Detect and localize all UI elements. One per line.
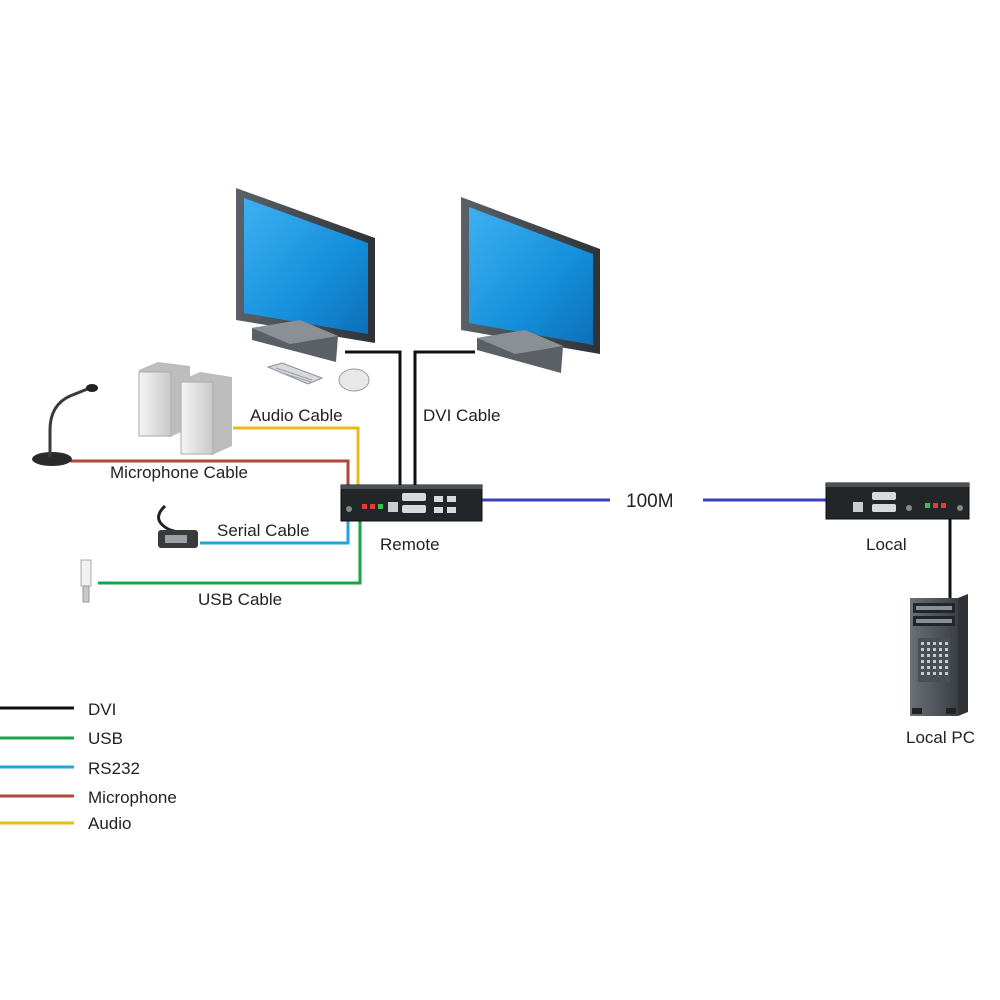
pc-grille-dot bbox=[945, 666, 948, 669]
pc-grille-dot bbox=[921, 654, 924, 657]
pc-grille-dot bbox=[927, 660, 930, 663]
legend-label-usb: USB bbox=[88, 729, 123, 748]
pc-grille-dot bbox=[945, 654, 948, 657]
pc-grille-dot bbox=[921, 642, 924, 645]
pc-grille-dot bbox=[933, 642, 936, 645]
pc-grille-dot bbox=[945, 648, 948, 651]
pc-grille-dot bbox=[933, 654, 936, 657]
usb-cable-line bbox=[98, 518, 362, 585]
legend-label-rs232: RS232 bbox=[88, 759, 140, 778]
local-label: Local bbox=[866, 535, 907, 554]
pc-grille-dot bbox=[927, 648, 930, 651]
pc-grille-dot bbox=[945, 660, 948, 663]
pc-grille-dot bbox=[939, 648, 942, 651]
audio-cable-line bbox=[233, 426, 360, 487]
pc-grille-dot bbox=[921, 666, 924, 669]
dvi-cable-label: DVI Cable bbox=[423, 406, 500, 425]
pc-grille-dot bbox=[927, 666, 930, 669]
pc-grille-dot bbox=[939, 672, 942, 675]
audio-cable-label: Audio Cable bbox=[250, 406, 343, 425]
remote-device bbox=[340, 484, 483, 522]
link-speed-label: 100M bbox=[626, 491, 674, 512]
dvi-cable-line-1 bbox=[345, 350, 402, 487]
pc-grille-dot bbox=[933, 666, 936, 669]
pc-grille-dot bbox=[927, 654, 930, 657]
serial-connector-icon bbox=[157, 504, 198, 548]
local-pc-label: Local PC bbox=[906, 728, 975, 747]
pc-grille-dot bbox=[921, 660, 924, 663]
monitor-right bbox=[461, 197, 600, 373]
pc-grille-dot bbox=[945, 642, 948, 645]
microphone-cable-line bbox=[70, 459, 350, 487]
monitor-left bbox=[236, 188, 375, 362]
legend: DVI USB RS232 Microphone Audio bbox=[0, 700, 177, 833]
microphone-cable-label: Microphone Cable bbox=[110, 463, 248, 482]
pc-grille-dot bbox=[945, 672, 948, 675]
remote-label: Remote bbox=[380, 535, 440, 554]
dvi-cable-line-2 bbox=[413, 350, 475, 487]
speakers-icon bbox=[138, 362, 232, 455]
pc-grille-dot bbox=[939, 666, 942, 669]
usb-connector-icon bbox=[80, 559, 92, 603]
microphone-icon bbox=[32, 384, 98, 466]
pc-grille-dot bbox=[939, 642, 942, 645]
pc-grille-dot bbox=[921, 648, 924, 651]
pc-grille bbox=[921, 642, 948, 675]
keyboard-icon bbox=[266, 362, 324, 385]
mouse-icon bbox=[338, 368, 370, 392]
serial-cable-label: Serial Cable bbox=[217, 521, 310, 540]
legend-label-dvi: DVI bbox=[88, 700, 116, 719]
legend-label-audio: Audio bbox=[88, 814, 131, 833]
pc-grille-dot bbox=[927, 642, 930, 645]
pc-grille-dot bbox=[939, 654, 942, 657]
pc-grille-dot bbox=[921, 672, 924, 675]
local-device bbox=[825, 482, 970, 520]
pc-grille-dot bbox=[939, 660, 942, 663]
pc-grille-dot bbox=[933, 648, 936, 651]
usb-cable-label: USB Cable bbox=[198, 590, 282, 609]
pc-grille-dot bbox=[933, 672, 936, 675]
pc-grille-dot bbox=[927, 672, 930, 675]
legend-label-microphone: Microphone bbox=[88, 788, 177, 807]
serial-cable-line bbox=[200, 518, 350, 545]
pc-grille-dot bbox=[933, 660, 936, 663]
